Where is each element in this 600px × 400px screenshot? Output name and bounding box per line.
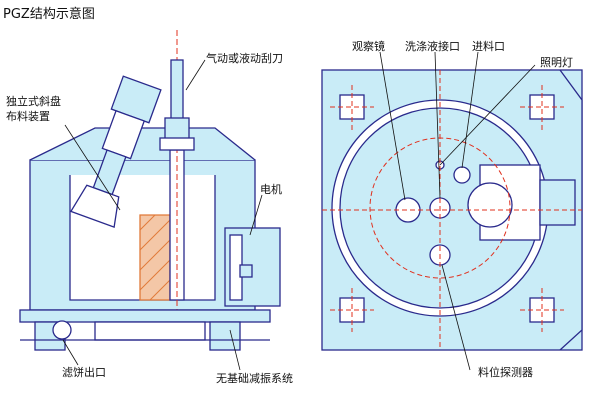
label-lamp: 照明灯 [540,56,573,69]
basket-cone-section [139,214,171,301]
motor-terminal-box [239,264,253,278]
feed-inlet-port [453,166,471,184]
label-distributor-line2: 布料装置 [6,110,50,123]
right-leader-lines [379,51,536,371]
centerlines [322,70,582,350]
scraper-cylinder [170,59,184,121]
label-sight-glass: 观察镜 [352,40,385,53]
base-frame [19,309,271,323]
left-leader-lines [62,59,263,371]
label-level-probe: 料位探测器 [478,366,533,379]
label-cake-outlet: 滤饼出口 [62,366,106,379]
side-view [19,30,281,351]
corner-mounts [339,94,555,323]
label-scraper: 气动或液动刮刀 [206,52,283,65]
inclined-distributor [69,75,162,229]
label-motor: 电机 [260,183,282,196]
casing-cover [29,127,256,161]
cake-outlet-port [52,320,72,340]
label-distributor-line1: 独立式斜盘 [6,95,61,108]
label-feed-inlet: 进料口 [472,40,505,53]
diagram-title: PGZ结构示意图 [3,7,95,22]
hatch-lines [139,214,171,301]
label-base-damping: 无基础减振系统 [216,372,293,385]
label-wash-inlet: 洗涤液接口 [405,40,460,53]
sight-glass-port [395,197,421,223]
